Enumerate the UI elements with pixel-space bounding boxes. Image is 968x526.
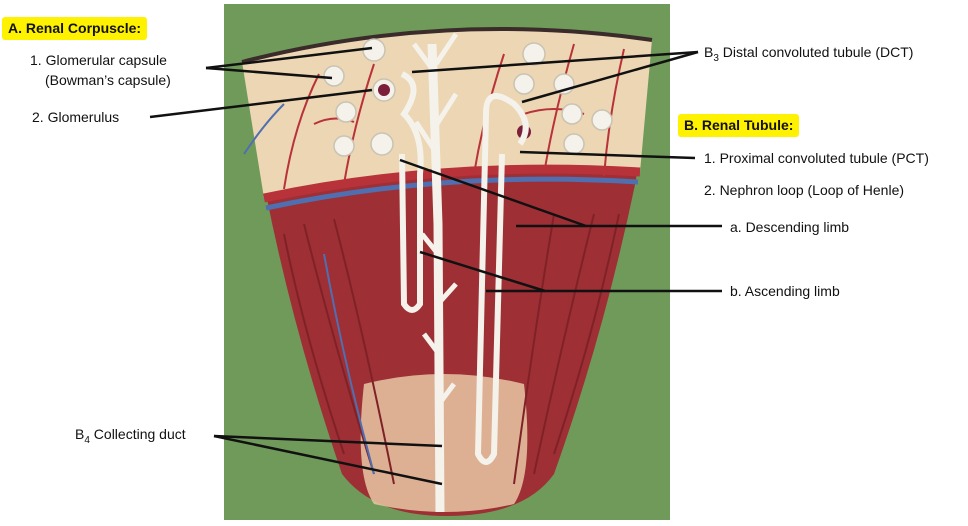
descending-limb-label: a. Descending limb <box>730 219 849 236</box>
pct-label: 1. Proximal convoluted tubule (PCT) <box>704 150 929 167</box>
dct-prefix: B <box>704 44 713 60</box>
dct-text: Distal convoluted tubule (DCT) <box>719 44 914 60</box>
glomerular-capsule-label: 1. Glomerular capsule <box>30 52 167 69</box>
renal-corpuscle-heading: A. Renal Corpuscle: <box>2 17 147 40</box>
kidney-model-photo <box>224 4 670 520</box>
nephron-loop-label: 2. Nephron loop (Loop of Henle) <box>704 182 904 199</box>
bowmans-capsule-label: (Bowman’s capsule) <box>45 72 171 89</box>
glomerulus-label: 2. Glomerulus <box>32 109 119 126</box>
cd-prefix: B <box>75 426 84 442</box>
collecting-duct-label: B4 Collecting duct <box>75 426 186 443</box>
ascending-limb-label: b. Ascending limb <box>730 283 840 300</box>
renal-tubule-heading: B. Renal Tubule: <box>678 114 799 137</box>
glomerulus-left <box>378 84 390 96</box>
cd-text: Collecting duct <box>90 426 186 442</box>
dct-label: B3 Distal convoluted tubule (DCT) <box>704 44 913 61</box>
